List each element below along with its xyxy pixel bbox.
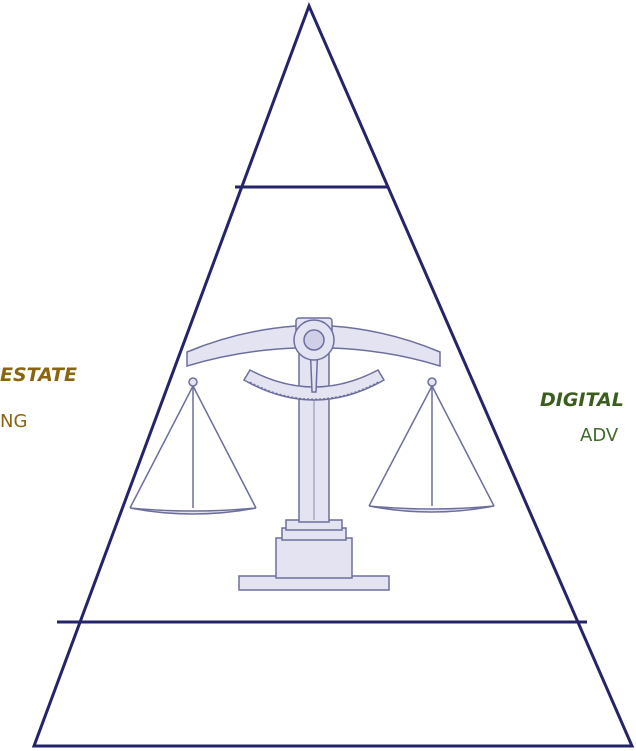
balance-scale-icon <box>129 317 495 591</box>
pyramid-outline <box>31 1 635 748</box>
left-label-subtitle: NG <box>0 411 28 432</box>
left-label-title: ESTATE <box>0 364 77 386</box>
right-label-title: DIGITAL <box>540 389 624 411</box>
right-label-subtitle: ADV <box>580 425 619 446</box>
